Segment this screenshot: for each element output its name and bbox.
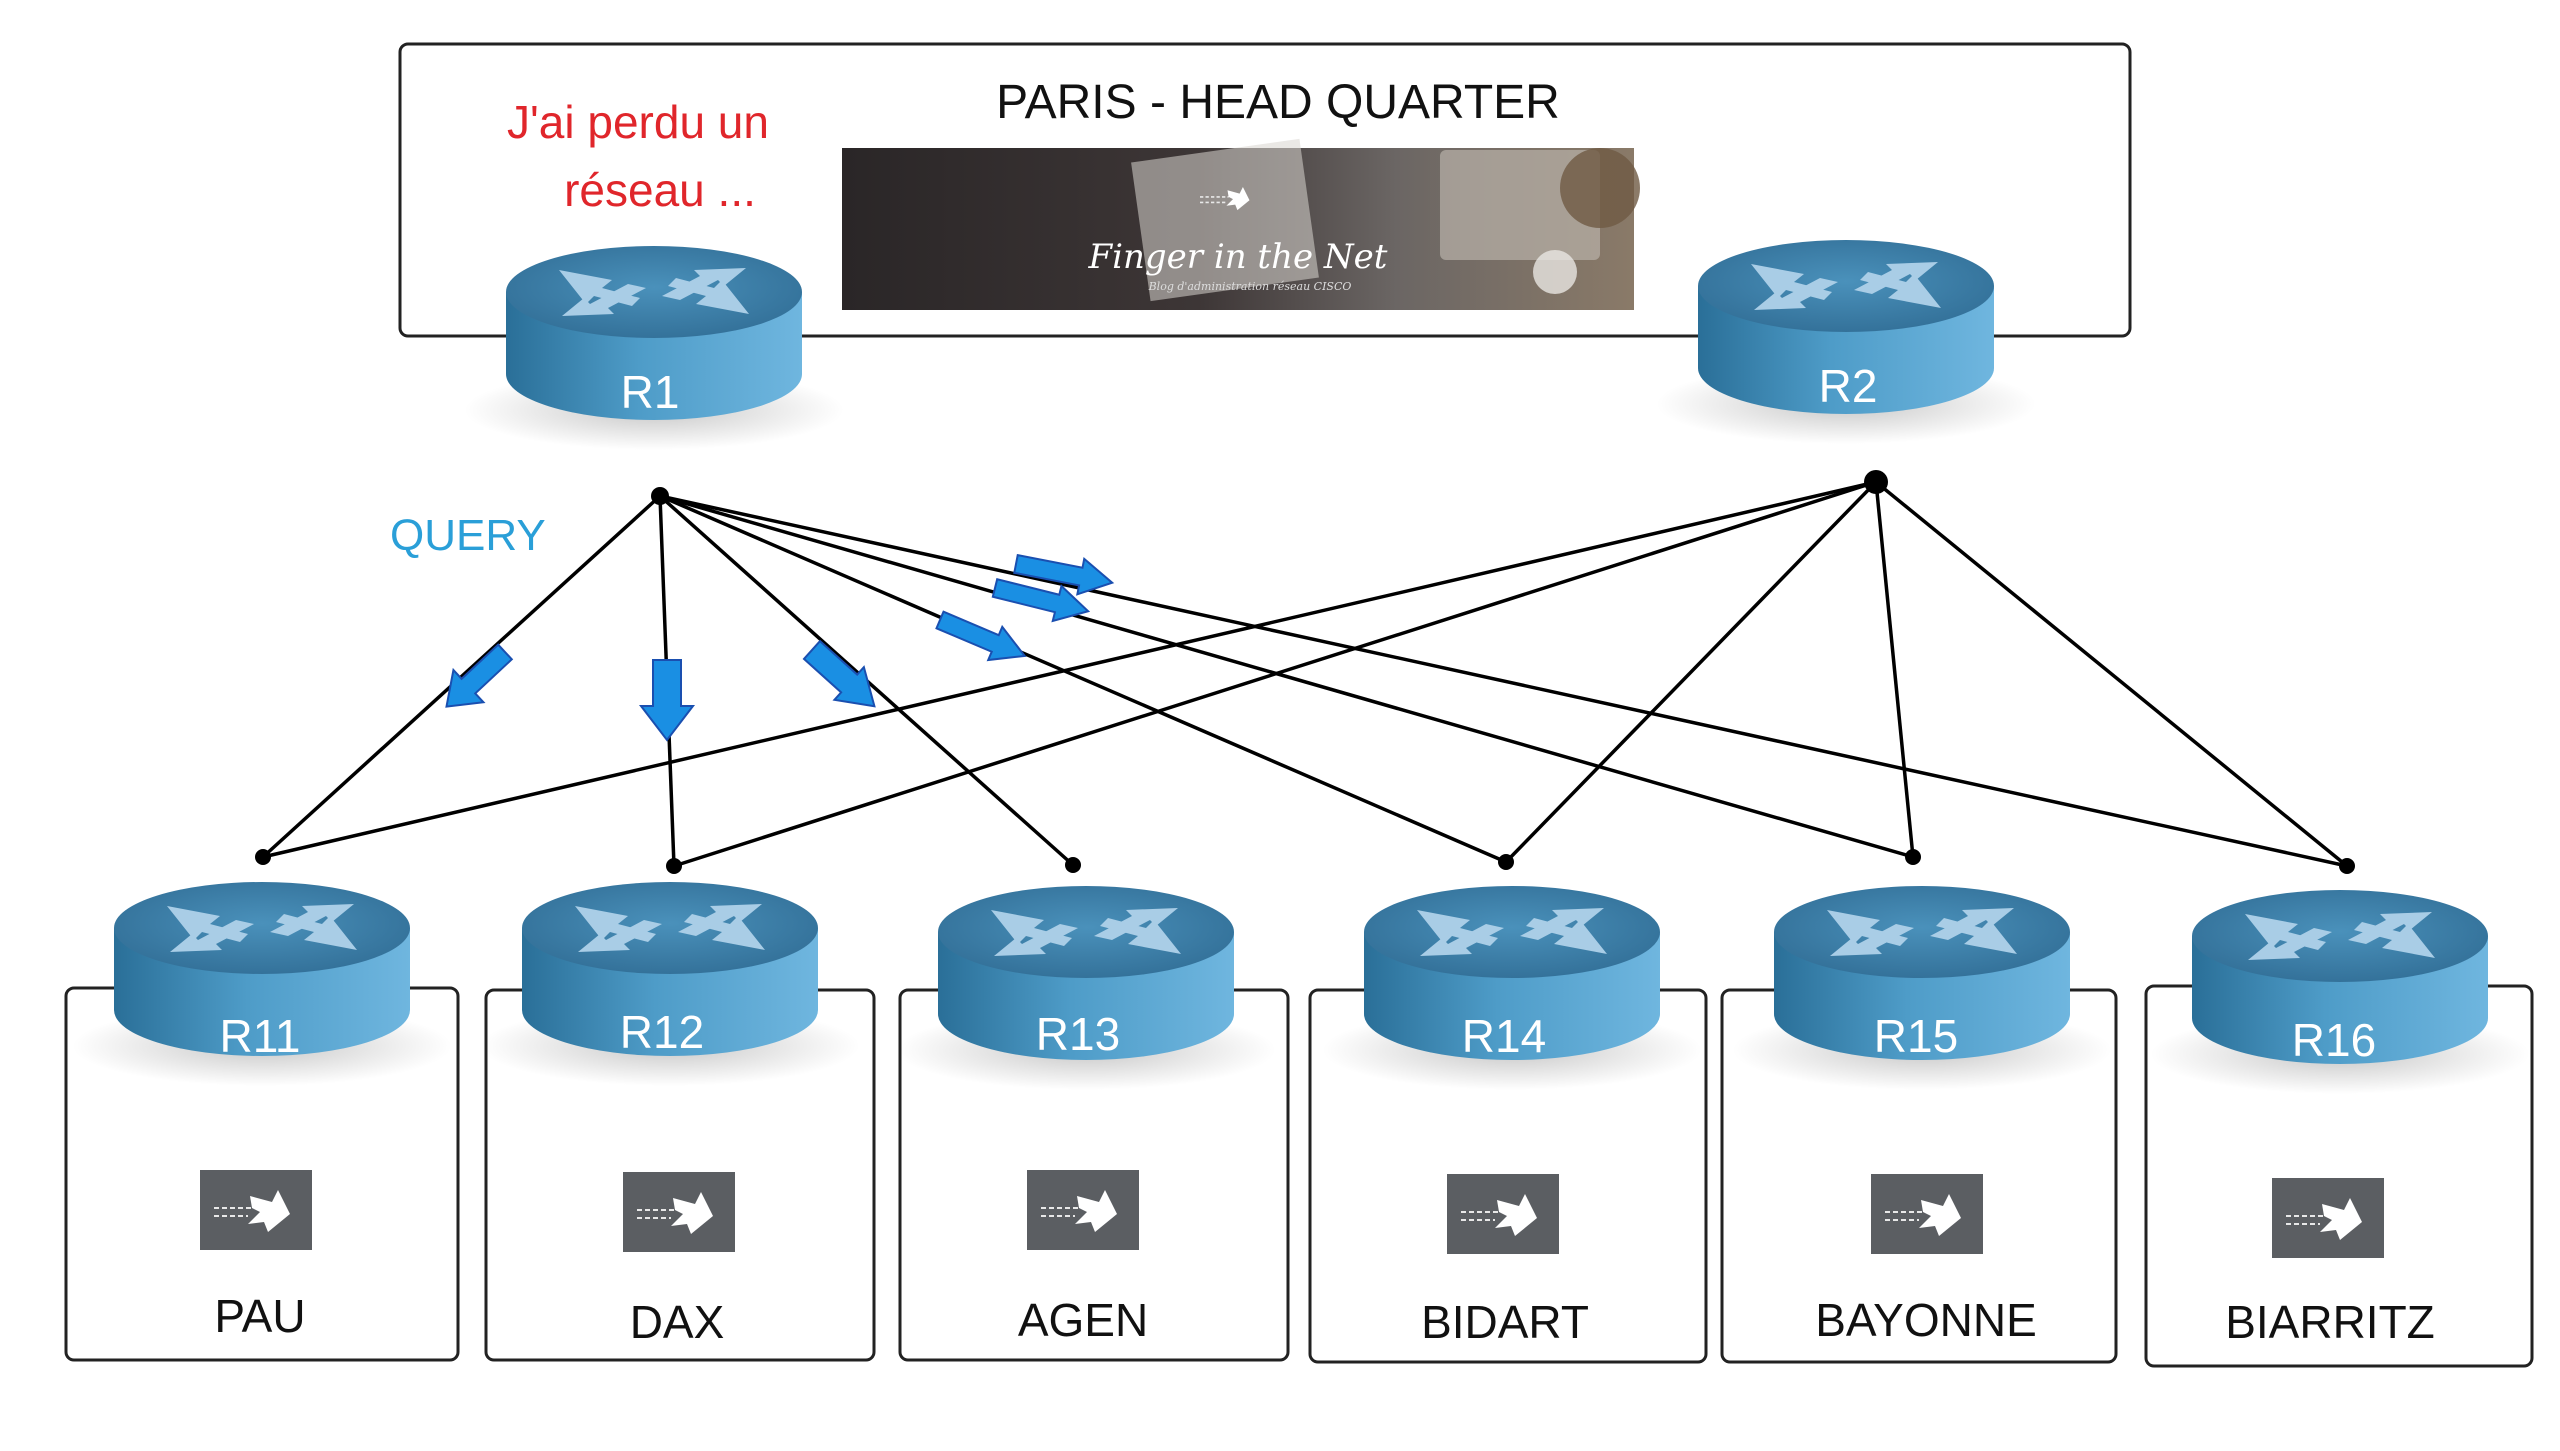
site-logo-icon-bidart (1446, 1173, 1560, 1255)
endpoint-r15-dot (1905, 849, 1921, 865)
blog-banner: Finger in the Net Blog d'administration … (842, 138, 1640, 310)
query-arrows (445, 553, 1115, 742)
router-r16[interactable]: R16 (2150, 890, 2530, 1094)
endpoint-r13-dot (1065, 857, 1081, 873)
router-label: R2 (1819, 360, 1878, 412)
site-logo-icon-dax (622, 1171, 736, 1253)
site-name-biarritz: BIARRITZ (2225, 1296, 2435, 1348)
router-label: R16 (2292, 1014, 2376, 1066)
site-name-pau: PAU (214, 1290, 305, 1342)
router-label: R13 (1036, 1008, 1120, 1060)
query-arrow-to-r12 (638, 659, 696, 742)
link-r1-r14 (659, 494, 1507, 864)
router-r12[interactable]: R12 (480, 882, 860, 1086)
query-label: QUERY (390, 511, 546, 560)
site-name-bayonne: BAYONNE (1815, 1294, 2037, 1346)
site-name-dax: DAX (630, 1296, 725, 1348)
endpoint-r12-dot (666, 858, 682, 874)
router-label: R14 (1462, 1010, 1546, 1062)
router-label: R12 (620, 1006, 704, 1058)
router-label: R1 (621, 366, 680, 418)
router-r1[interactable]: R1 (464, 246, 844, 450)
router-r15[interactable]: R15 (1732, 886, 2112, 1090)
hub-r2-dot (1864, 470, 1888, 494)
hub-r1-dot (651, 487, 669, 505)
link-r2-r12 (673, 480, 1877, 868)
site-logo-icon-biarritz (2271, 1177, 2385, 1259)
site-logo-icon-pau (199, 1169, 313, 1251)
link-r2-r15 (1874, 481, 1915, 858)
router-r2[interactable]: R2 (1656, 240, 2036, 444)
site-name-agen: AGEN (1018, 1294, 1148, 1346)
router-r11[interactable]: R11 (72, 882, 452, 1086)
link-endpoints (255, 470, 2355, 874)
lost-network-note-line2: réseau ... (564, 164, 756, 216)
link-r1-r16 (659, 494, 2348, 868)
link-r2-r11 (262, 480, 1877, 859)
router-icon (1656, 240, 2036, 444)
link-r2-r14 (1504, 480, 1878, 864)
banner-brand-text: Finger in the Net (1088, 237, 1388, 277)
site-logo-icon-bayonne (1870, 1173, 1984, 1255)
link-r2-r16 (1874, 480, 2349, 868)
router-label: R15 (1874, 1010, 1958, 1062)
router-r13[interactable]: R13 (896, 886, 1276, 1090)
banner-tagline-text: Blog d'administration réseau CISCO (1148, 280, 1352, 293)
site-logo-icon-agen (1026, 1169, 1140, 1251)
link-r1-r15 (659, 494, 1914, 859)
query-arrow-to-r13 (802, 639, 876, 708)
hq-title: PARIS - HEAD QUARTER (996, 76, 1560, 129)
endpoint-r16-dot (2339, 858, 2355, 874)
query-arrow-to-r15 (991, 578, 1091, 623)
lost-network-note-line1: J'ai perdu un (507, 96, 769, 148)
query-arrow-to-r14 (935, 610, 1027, 662)
link-r1-r11 (261, 494, 662, 859)
router-icon (464, 246, 844, 450)
endpoint-r11-dot (255, 849, 271, 865)
endpoint-r14-dot (1498, 854, 1514, 870)
network-links (261, 480, 2349, 868)
query-arrow-to-r16 (1013, 553, 1115, 596)
router-label: R11 (220, 1010, 301, 1062)
query-arrow-to-r11 (445, 643, 514, 708)
site-name-bidart: BIDART (1421, 1296, 1589, 1348)
router-r14[interactable]: R14 (1322, 886, 1702, 1090)
